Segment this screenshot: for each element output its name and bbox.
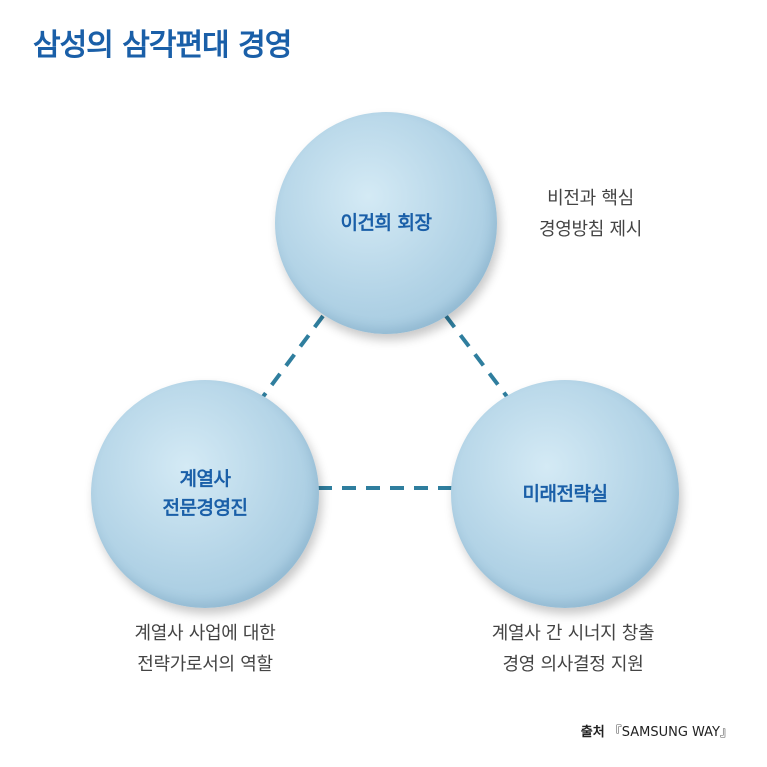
- node-affiliates: 계열사 전문경영진: [91, 380, 319, 608]
- connector-chairman-affiliates: [260, 314, 325, 400]
- page-title: 삼성의 삼각편대 경영: [33, 28, 292, 63]
- node-chairman: 이건희 회장: [275, 112, 497, 334]
- node-chairman-label: 이건희 회장: [340, 211, 432, 234]
- note-chairman: 비전과 핵심 경영방침 제시: [539, 188, 642, 240]
- note-affiliates: 계열사 사업에 대한 전략가로서의 역할: [134, 623, 276, 675]
- node-strategy-office-label: 미래전략실: [522, 482, 608, 505]
- node-strategy-office: 미래전략실: [451, 380, 679, 608]
- node-affiliates-label: 계열사 전문경영진: [162, 468, 248, 519]
- source-text: 『SAMSUNG WAY』: [608, 725, 733, 740]
- connector-chairman-strategy: [444, 314, 510, 400]
- note-strategy-office: 계열사 간 시너지 창출 경영 의사결정 지원: [491, 623, 655, 675]
- source-label: 출처: [580, 725, 605, 740]
- source-credit: 출처『SAMSUNG WAY』: [581, 721, 733, 740]
